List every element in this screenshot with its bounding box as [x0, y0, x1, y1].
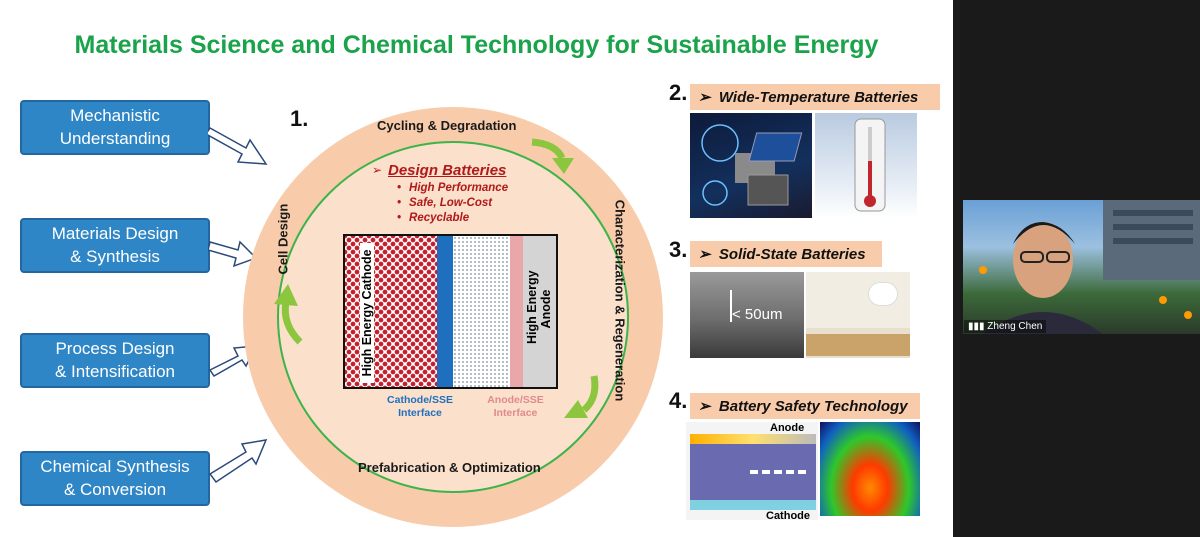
- participant-image: [979, 200, 1200, 334]
- scale-bar: [730, 290, 732, 322]
- cathode-label: High Energy Cathode: [360, 243, 374, 383]
- safety-diagram: Anode Cathode: [686, 422, 818, 520]
- box-line: Chemical Synthesis: [40, 456, 190, 476]
- box-line: & Synthesis: [70, 246, 160, 266]
- signal-icon: ▮▮▮: [968, 321, 988, 332]
- participant-name-tag: ▮▮▮ Zheng Chen: [964, 320, 1047, 333]
- design-item: Safe, Low-Cost: [397, 196, 508, 211]
- section-number-2: 2.: [669, 80, 688, 105]
- presentation-slide: Materials Science and Chemical Technolog…: [0, 0, 953, 537]
- cathode-layer: [345, 236, 437, 387]
- label-cycling-degradation: Cycling & Degradation: [377, 118, 517, 133]
- box-line: & Intensification: [54, 361, 175, 381]
- thermal-image: [820, 422, 920, 516]
- label-characterization-regeneration: Characterization & Regeneration: [612, 199, 628, 402]
- anode-interface-layer: [510, 236, 523, 387]
- participant-video[interactable]: [963, 200, 1200, 334]
- bullet-arrow-icon: ➢: [698, 89, 719, 106]
- cathode-interface-layer: [437, 236, 453, 387]
- anode-label: Anode: [770, 422, 805, 434]
- section-number-4: 4.: [669, 388, 688, 413]
- label-cell-design: Cell Design: [275, 203, 291, 275]
- wide-temperature-title: ➢ Wide-Temperature Batteries: [690, 84, 940, 110]
- battery-safety-title: ➢ Battery Safety Technology: [690, 393, 920, 419]
- design-batteries-title: Design Batteries: [388, 162, 507, 179]
- box-chemical-synthesis: Chemical Synthesis & Conversion: [20, 451, 210, 506]
- anode-label: High Energy Anode: [525, 270, 553, 344]
- arrow-icon: [208, 127, 268, 165]
- anode-layer: [523, 236, 556, 387]
- arrow-icon: [208, 240, 258, 268]
- box-line: Mechanistic: [70, 105, 160, 125]
- bullet-arrow-icon: ➢: [698, 246, 719, 263]
- slide-title: Materials Science and Chemical Technolog…: [74, 31, 879, 59]
- thickness-label: < 50um: [732, 306, 783, 323]
- battery-cell-diagram: High Energy Cathode High Energy Anode: [343, 234, 558, 389]
- box-line: Process Design: [55, 338, 175, 358]
- curved-arrow-icon: [531, 138, 574, 174]
- box-line: & Conversion: [63, 479, 167, 499]
- design-item: High Performance: [397, 181, 508, 196]
- label-prefabrication-optimization: Prefabrication & Optimization: [358, 460, 541, 475]
- box-line: Understanding: [59, 128, 171, 148]
- bullet-arrow-icon: ➢: [698, 398, 719, 415]
- ruler: [806, 334, 910, 356]
- solid-electrolyte-film-image: [806, 272, 910, 358]
- design-item: Recyclable: [397, 211, 508, 226]
- cathode-label: Cathode: [766, 510, 810, 520]
- bullet-arrow-icon: ➢: [372, 163, 383, 177]
- box-materials-design: Materials Design & Synthesis: [20, 218, 210, 273]
- curved-arrow-icon: [274, 284, 303, 345]
- curved-arrow-icon: [564, 375, 599, 418]
- solid-state-title: ➢ Solid-State Batteries: [690, 241, 882, 267]
- thermometer-image: [815, 113, 917, 218]
- sem-cross-section-image: < 50um: [690, 272, 804, 358]
- electrolyte-layer: [453, 236, 510, 387]
- satellite-image: [690, 113, 812, 218]
- section-number-3: 3.: [669, 237, 688, 262]
- box-process-design: Process Design & Intensification: [20, 333, 210, 388]
- arrow-icon: [208, 439, 268, 484]
- video-panel: ▮▮▮ Zheng Chen: [953, 0, 1200, 537]
- section-number-1: 1.: [290, 106, 309, 131]
- design-batteries-list: High Performance Safe, Low-Cost Recyclab…: [397, 181, 508, 226]
- box-line: Materials Design: [51, 223, 179, 243]
